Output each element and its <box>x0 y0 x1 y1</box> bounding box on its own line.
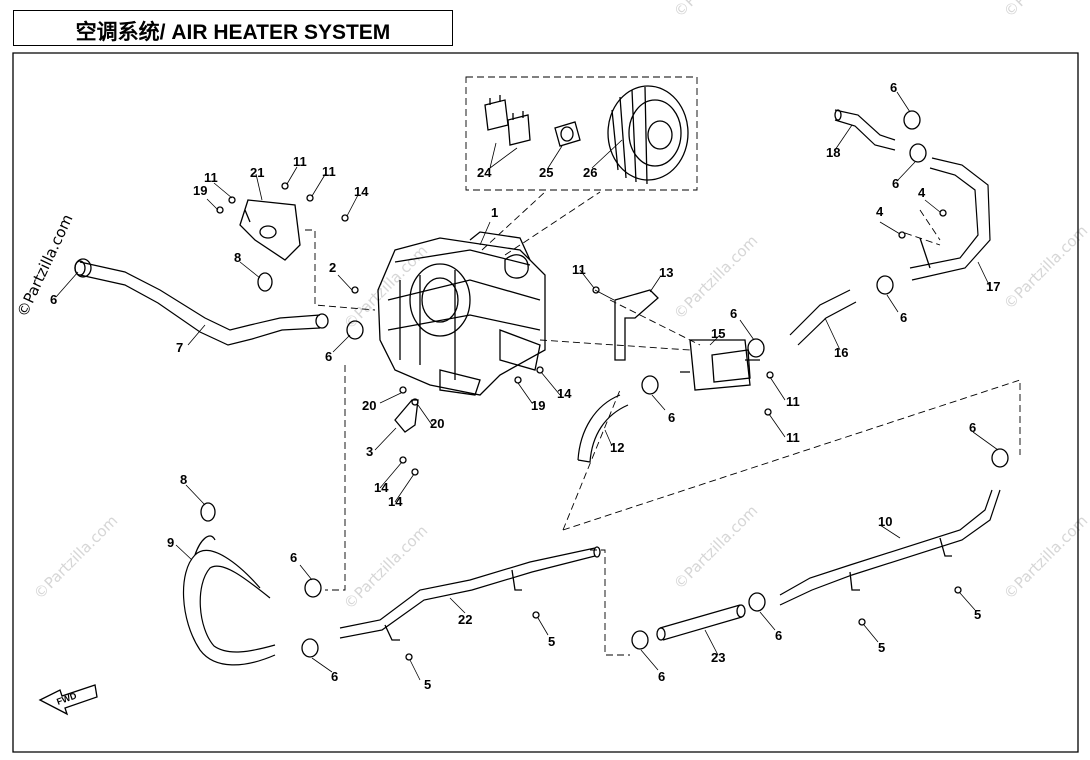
assembly-lines <box>305 191 1021 656</box>
callout-labels: 1 2 3 4 4 5 5 5 5 6 6 6 6 6 6 6 6 6 6 6 … <box>50 80 1000 692</box>
callout-label: 5 <box>424 677 431 692</box>
watermark: ©Partzilla.com <box>670 232 761 323</box>
inset-box <box>465 76 698 191</box>
callout-label: 6 <box>730 306 737 321</box>
hose <box>182 535 276 666</box>
callout-label: 11 <box>293 154 307 169</box>
callout-label: 5 <box>974 607 981 622</box>
watermark: ©Partzilla.com <box>1000 222 1090 313</box>
callout-label: 14 <box>388 494 403 509</box>
pipe <box>779 489 1001 606</box>
callout-label: 11 <box>322 164 336 179</box>
callout-label: 22 <box>458 612 472 627</box>
callout-label: 17 <box>986 279 1000 294</box>
callout-label: 14 <box>354 184 369 199</box>
callout-label: 4 <box>918 185 926 200</box>
callout-label: 6 <box>331 669 338 684</box>
callout-label: 6 <box>775 628 782 643</box>
watermarks: ©Partzilla.com ©Partzilla.com ©Partzilla… <box>13 0 1090 613</box>
watermark: ©Partzilla.com <box>1000 0 1090 21</box>
callout-label: 4 <box>876 204 884 219</box>
callout-label: 10 <box>878 514 892 529</box>
callout-label: 6 <box>892 176 899 191</box>
callout-label: 14 <box>374 480 389 495</box>
watermark: ©Partzilla.com <box>670 0 761 21</box>
callout-label: 2 <box>329 260 336 275</box>
callout-label: 14 <box>557 386 572 401</box>
watermark: ©Partzilla.com <box>30 512 121 603</box>
callout-label: 6 <box>969 420 976 435</box>
callout-label: 18 <box>826 145 840 160</box>
callout-label: 5 <box>548 634 555 649</box>
callout-label: 1 <box>491 205 498 220</box>
callout-label: 19 <box>193 183 207 198</box>
callout-label: 13 <box>659 265 673 280</box>
callout-label: 6 <box>668 410 675 425</box>
callout-label: 5 <box>878 640 885 655</box>
callout-label: 11 <box>786 394 800 409</box>
callout-label: 6 <box>890 80 897 95</box>
outer-frame <box>12 52 1079 753</box>
callout-label: 8 <box>234 250 241 265</box>
fwd-arrow: FWD <box>38 684 98 716</box>
resistor <box>554 121 581 147</box>
callout-label: 24 <box>477 165 492 180</box>
callout-label: 12 <box>610 440 624 455</box>
heater-housing <box>377 231 546 396</box>
callout-label: 11 <box>204 170 218 185</box>
bracket <box>239 199 301 261</box>
diagram-title: 空调系统/ AIR HEATER SYSTEM <box>75 21 391 44</box>
callout-label: 26 <box>583 165 597 180</box>
callout-label: 6 <box>50 292 57 307</box>
callout-label: 8 <box>180 472 187 487</box>
callout-label: 20 <box>430 416 444 431</box>
bracket <box>614 289 659 361</box>
callout-label: 3 <box>366 444 373 459</box>
valve <box>680 339 760 391</box>
relays <box>484 95 531 146</box>
callout-label: 6 <box>290 550 297 565</box>
bracket <box>394 399 419 433</box>
callout-label: 25 <box>539 165 553 180</box>
side-watermark: ©Partzilla.com <box>13 211 76 319</box>
hose <box>577 394 629 463</box>
callout-label: 19 <box>531 398 545 413</box>
hose <box>74 260 329 346</box>
callout-label: 16 <box>834 345 848 360</box>
watermark: ©Partzilla.com <box>1000 512 1090 603</box>
watermark: ©Partzilla.com <box>670 502 761 593</box>
leader-lines <box>55 91 999 681</box>
pipe <box>834 109 896 151</box>
callout-label: 6 <box>900 310 907 325</box>
callout-label: 9 <box>167 535 174 550</box>
callout-label: 11 <box>786 430 800 445</box>
hose <box>656 604 746 641</box>
callout-label: 6 <box>658 669 665 684</box>
blower-fan <box>607 85 689 185</box>
title-box: 空调系统/ AIR HEATER SYSTEM <box>13 10 453 46</box>
watermark: ©Partzilla.com <box>340 522 431 613</box>
hose <box>789 289 857 346</box>
pipe <box>909 157 991 281</box>
callout-label: 11 <box>572 262 586 277</box>
clamps <box>74 110 1009 658</box>
callout-label: 15 <box>711 326 725 341</box>
pipe <box>339 546 601 641</box>
callout-label: 20 <box>362 398 376 413</box>
callout-label: 23 <box>711 650 725 665</box>
fasteners <box>216 182 962 661</box>
callout-label: 6 <box>325 349 332 364</box>
callout-label: 7 <box>176 340 183 355</box>
callout-label: 21 <box>250 165 264 180</box>
